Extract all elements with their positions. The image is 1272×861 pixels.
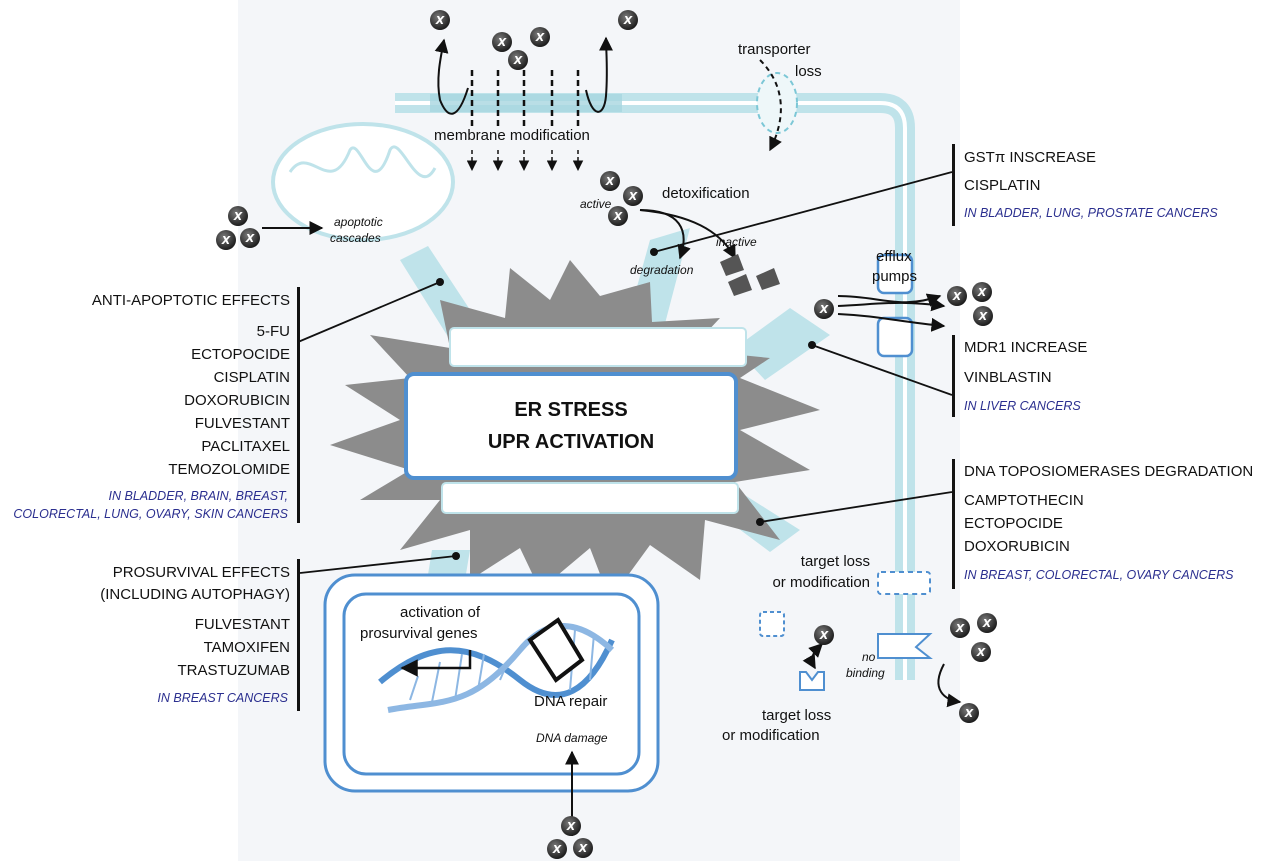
mdr1-title: MDR1 INCREASE [964,339,1088,356]
activation-label-1: activation of [400,604,481,621]
drug-symbol: X [819,629,829,642]
drug-symbol: X [497,36,507,49]
er-stress-line2: UPR ACTIVATION [487,431,655,453]
efflux-pump-lower [876,316,914,358]
drug-symbol: X [245,232,255,245]
gst-cancers: IN BLADDER, LUNG, PROSTATE CANCERS [964,206,1218,220]
prosurvival-title-1: PROSURVIVAL EFFECTS [112,564,290,581]
drug-symbol: X [982,617,992,630]
target-dashed [877,571,931,595]
target-loss-lower-2: or modification [722,727,820,744]
drug-symbol: X [221,234,231,247]
gst-bar [952,144,955,226]
anti-apoptotic-drug: ECTOPOCIDE [191,346,290,363]
prosurvival-drug: TAMOXIFEN [203,639,290,656]
mdr1-drug: VINBLASTIN [964,369,1052,386]
anti-apoptotic-drug: FULVESTANT [194,415,290,432]
anti-apoptotic-drug: DOXORUBICIN [184,392,290,409]
prosurvival-drug: FULVESTANT [194,616,290,633]
target-loss-upper-2: or modification [772,574,870,591]
anti-apoptotic-drug: TEMOZOLOMIDE [168,461,290,478]
drug-symbol: X [535,31,545,44]
gst-title: GSTπ INSCREASE [964,149,1097,166]
topo-title: DNA TOPOSIOMERASES DEGRADATION [964,463,1254,480]
transporter-shape [756,72,798,134]
anti-apoptotic-title: ANTI-APOPTOTIC EFFECTS [91,292,290,309]
er-stress-box [404,372,738,480]
prosurvival-drug: TRASTUZUMAB [177,662,291,679]
drug-symbol: X [613,210,623,223]
degradation-label: degradation [630,263,694,277]
dna-helix [378,617,615,713]
membrane-modification-label: membrane modification [434,127,590,144]
drug-symbol: X [976,646,986,659]
topo-bar [952,459,955,589]
mitochondrion [271,122,455,242]
inactive-drug-shapes [720,254,780,296]
target-lost [799,671,825,691]
activation-label-2: prosurvival genes [360,625,478,642]
efflux-pump-upper [876,253,914,295]
anti-apoptotic-bar [297,287,300,523]
topo-drug: ECTOPOCIDE [964,515,1063,532]
drug-symbol: X [819,303,829,316]
drug-symbol: X [628,190,638,203]
drug-symbol: X [578,842,588,855]
topo-cancers: IN BREAST, COLORECTAL, OVARY CANCERS [964,568,1234,582]
drug-symbol: X [435,14,445,27]
pumps-label: pumps [872,268,918,285]
anti-apoptotic-cancers-2: COLORECTAL, LUNG, OVARY, SKIN CANCERS [13,507,288,521]
binding-label: binding [846,666,885,680]
cascades-label: cascades [330,231,381,245]
drug-symbol: X [552,843,562,856]
prosurvival-bar [297,559,300,711]
er-stress-line1: ER STRESS [514,399,628,421]
drug-symbol: X [233,210,243,223]
transporter-label: transporter [738,41,811,58]
drug-symbol: X [978,310,988,323]
target-modified [877,633,933,659]
anti-apoptotic-drug: CISPLATIN [213,369,290,386]
anti-apoptotic-cancers-1: IN BLADDER, BRAIN, BREAST, [108,489,288,503]
drug-symbol: X [566,820,576,833]
efflux-label: efflux [876,248,912,265]
dna-repair-label: DNA repair [534,693,608,710]
active-label: active [580,197,612,211]
modified-membrane-segment [430,94,622,112]
lower-bar [441,482,739,514]
apoptotic-label: apoptotic [334,215,383,229]
drug-symbol: X [977,286,987,299]
no-label: no [862,650,876,664]
drug-symbol: X [952,290,962,303]
target-small-dashed [759,611,785,637]
prosurvival-cancers: IN BREAST CANCERS [157,691,288,705]
drug-symbol: X [955,622,965,635]
drug-symbol: X [964,707,974,720]
prosurvival-title-2: (INCLUDING AUTOPHAGY) [100,586,290,603]
mdr1-cancers: IN LIVER CANCERS [964,399,1081,413]
upper-bar [449,327,747,367]
er-stress-label: ER STRESS UPR ACTIVATION [410,378,732,474]
topo-drug: DOXORUBICIN [964,538,1070,555]
connector-lines [297,171,953,574]
dna-damage-label: DNA damage [536,731,608,745]
mdr1-bar [952,335,955,417]
inactive-label: inactive [716,235,757,249]
target-loss-lower-1: target loss [762,707,832,724]
anti-apoptotic-drug: PACLITAXEL [201,438,290,455]
drug-symbol: X [623,14,633,27]
transporter-loss-label: loss [795,63,822,80]
gst-drug: CISPLATIN [964,177,1041,194]
drug-symbol: X [513,54,523,67]
drug-symbol: X [605,175,615,188]
detoxification-label: detoxification [662,185,750,202]
target-loss-upper-1: target loss [800,553,870,570]
topo-drug: CAMPTOTHECIN [964,492,1084,509]
anti-apoptotic-drug: 5-FU [256,323,290,340]
